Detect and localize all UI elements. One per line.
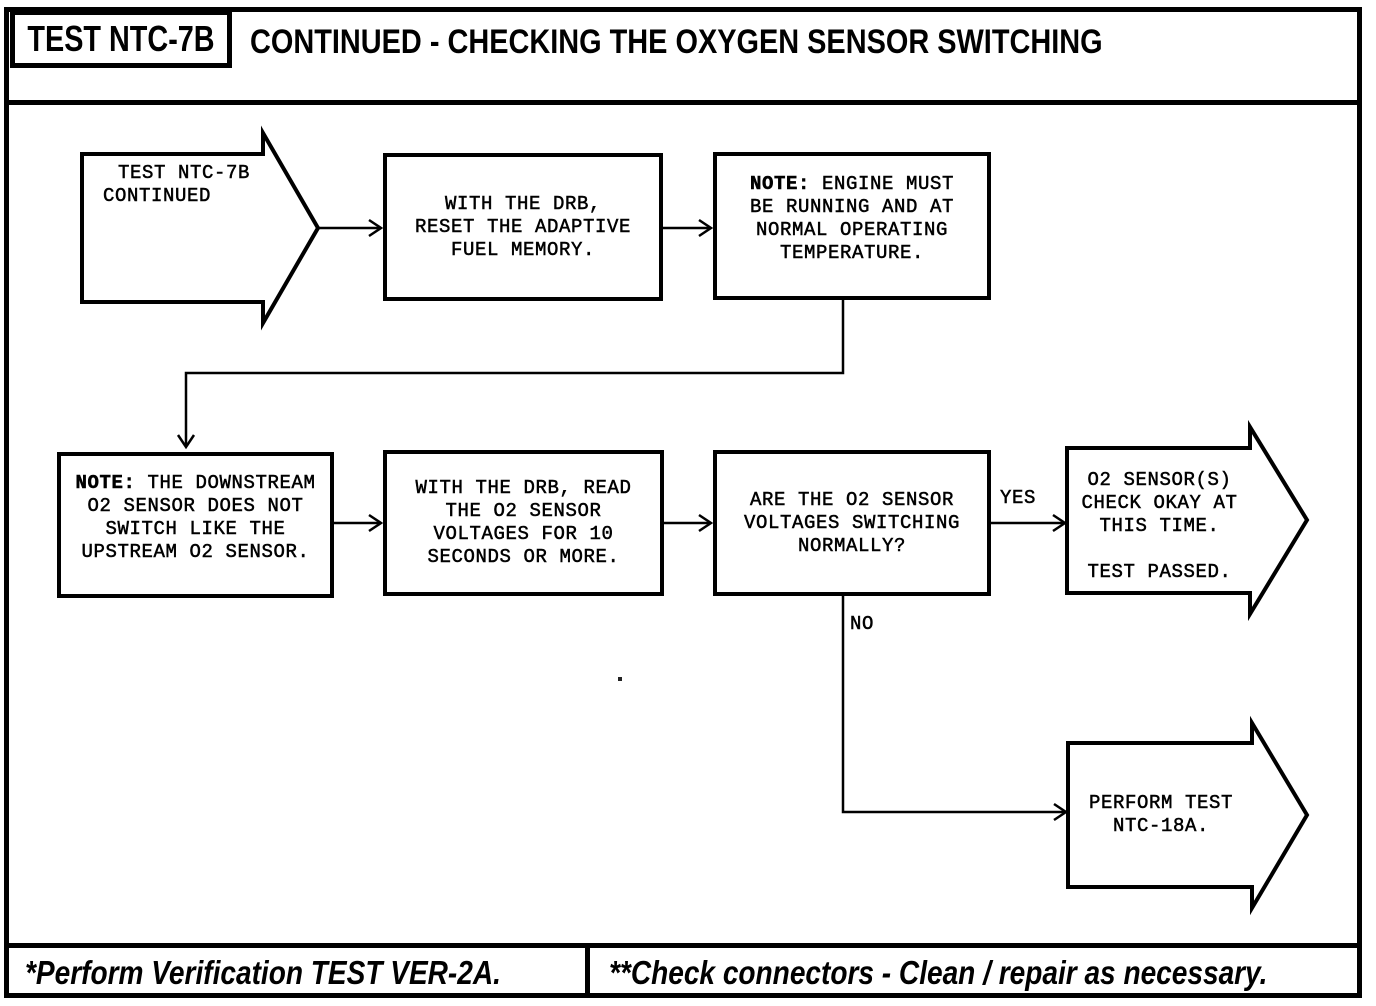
scan-speck	[618, 677, 622, 681]
footer: *Perform Verification TEST VER-2A. **Che…	[4, 943, 1362, 998]
page-title: CONTINUED - CHECKING THE OXYGEN SENSOR S…	[250, 23, 1103, 61]
page-border	[4, 7, 1362, 998]
footer-connectors-note: **Check connectors - Clean / repair as n…	[608, 954, 1268, 991]
test-id-box: TEST NTC-7B	[10, 10, 232, 68]
no-branch-label: NO	[850, 613, 875, 636]
header-divider	[4, 100, 1362, 105]
yes-branch-label: YES	[1000, 487, 1037, 510]
footer-verification-note: *Perform Verification TEST VER-2A.	[4, 948, 590, 998]
test-id-label: TEST NTC-7B	[27, 18, 215, 59]
